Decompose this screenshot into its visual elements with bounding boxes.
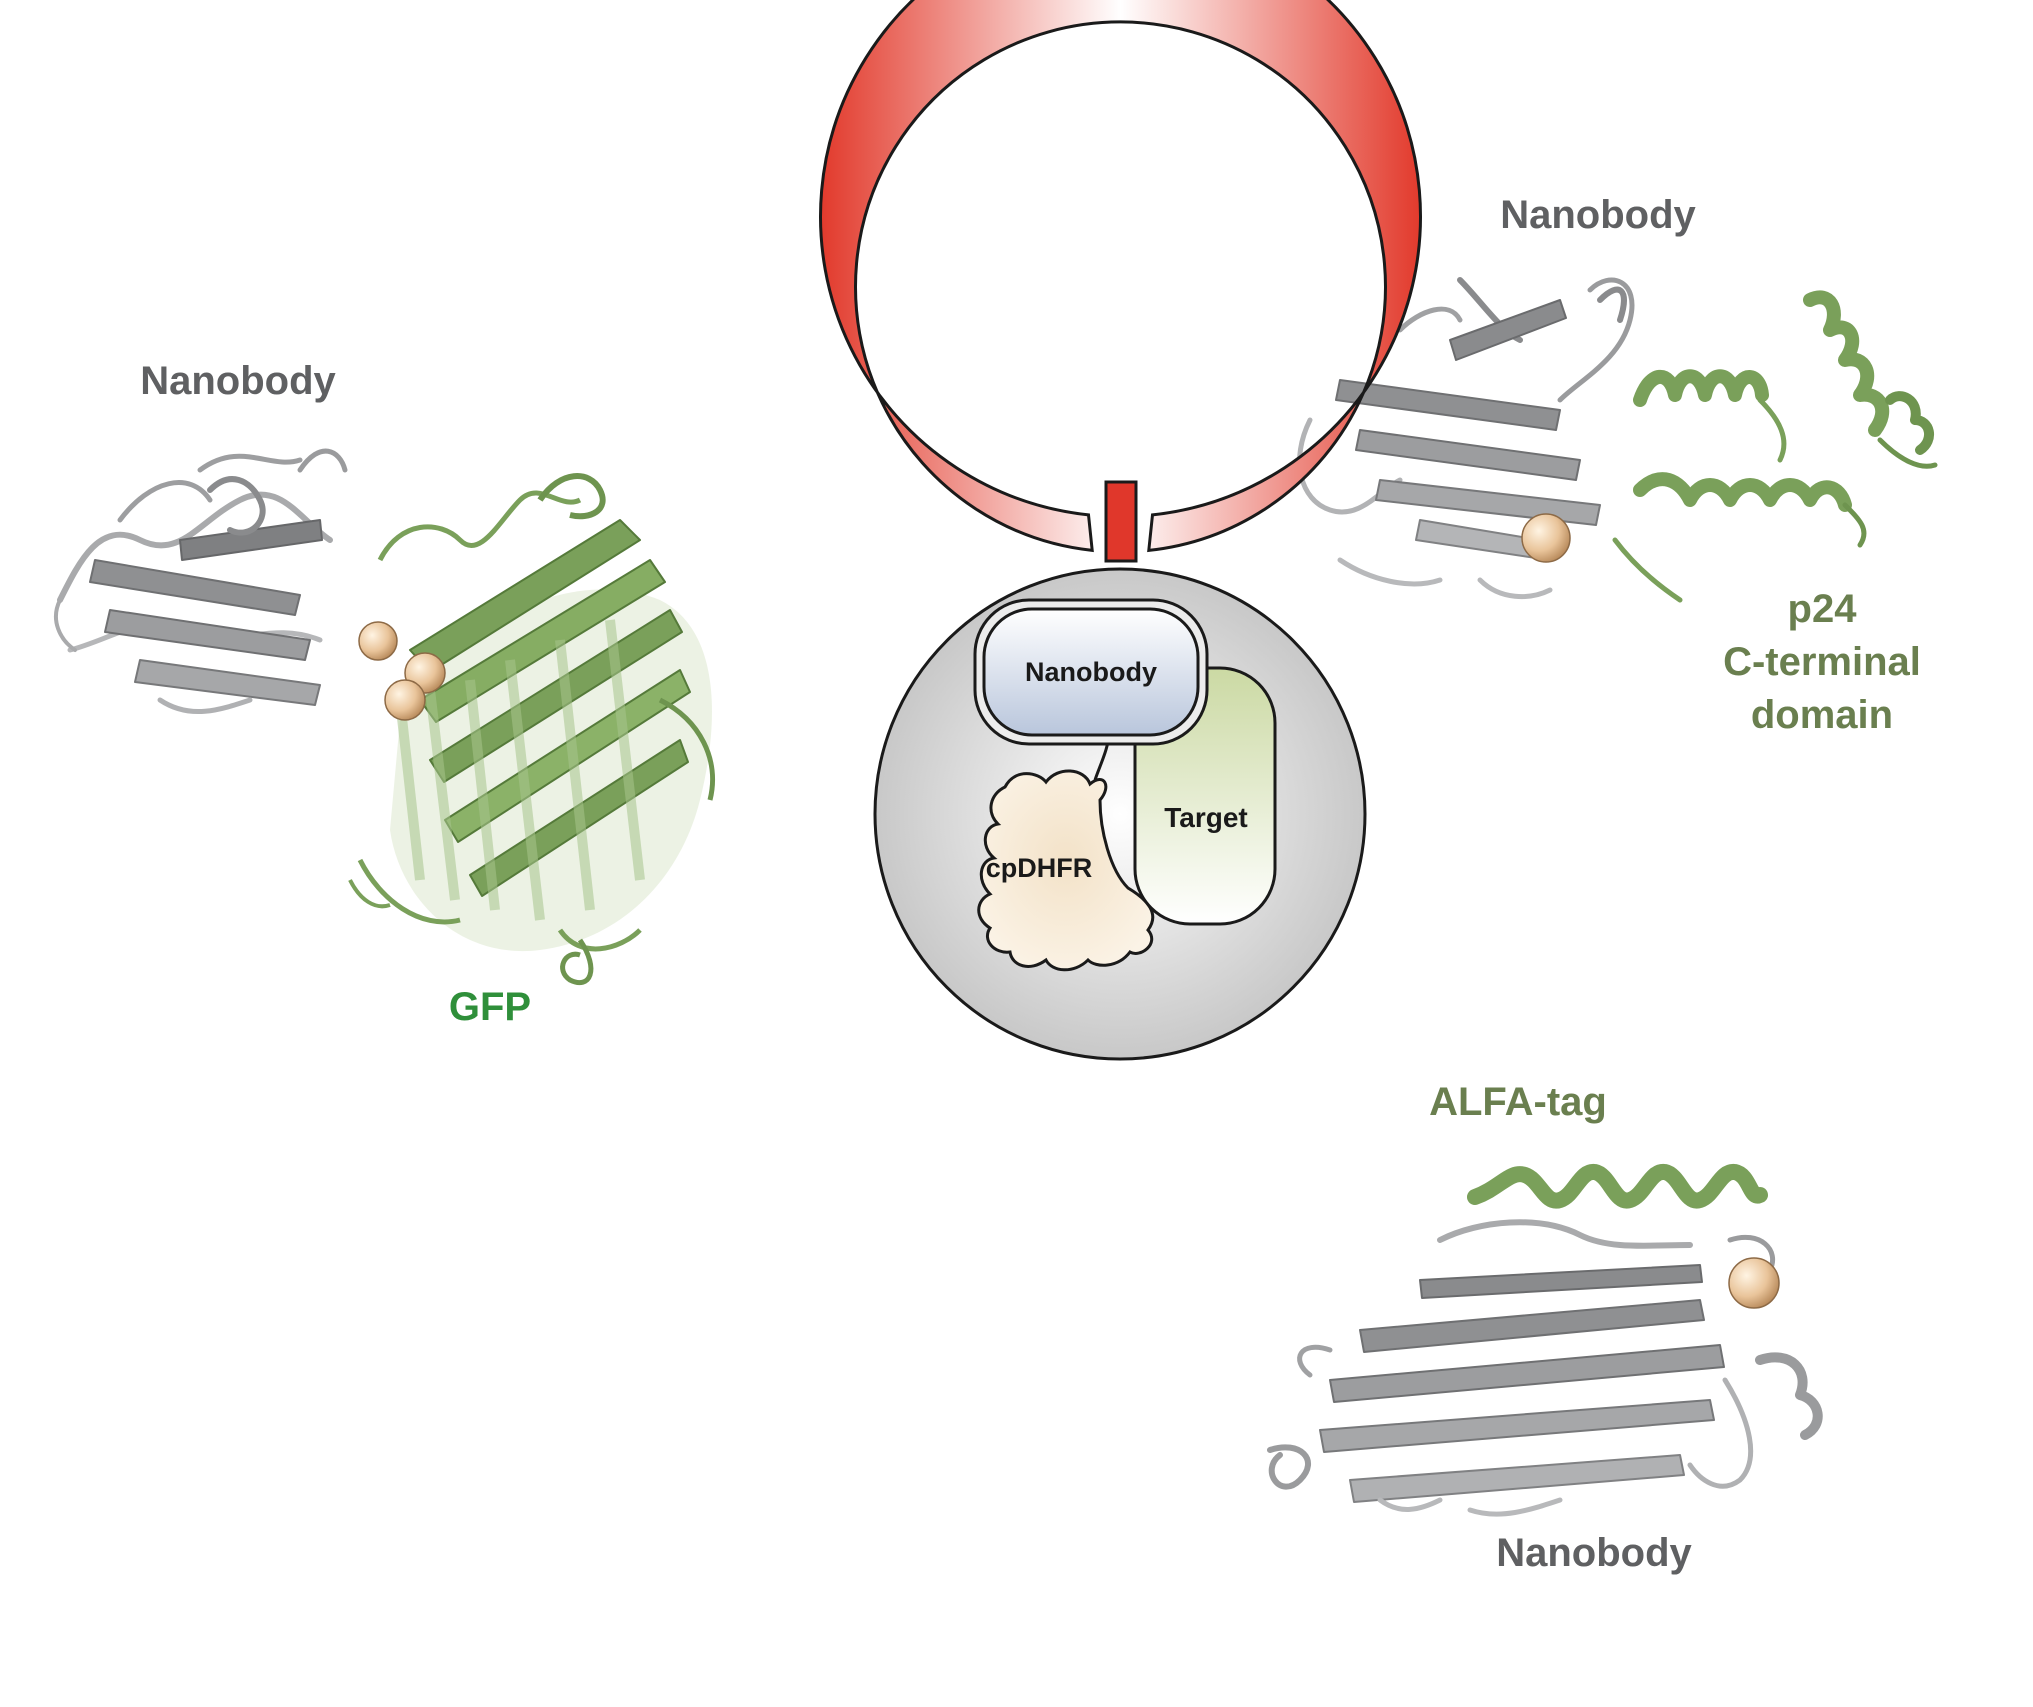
gfp-panel-nanobody-label: Nanobody [140, 359, 336, 403]
p24-panel-nanobody-label: Nanobody [1500, 193, 1696, 237]
center-target-label: Target [1164, 802, 1248, 833]
alfa-tag-label: ALFA-tag [1429, 1080, 1607, 1124]
gfp-label: GFP [449, 985, 531, 1029]
alfa-panel-nanobody-label: Nanobody [1496, 1531, 1692, 1575]
p24-structure [1612, 290, 1938, 603]
p24-label-line-3: domain [1751, 693, 1893, 737]
panel-alfa-nanobody: ALFA-tag Nanobody [1267, 1080, 1823, 1575]
nanobody-shape [982, 607, 1200, 737]
gfp-panel-nanobody-structure [54, 448, 348, 715]
p24-panel-sphere [1521, 513, 1571, 563]
center-cpdhfr-label: cpDHFR [986, 853, 1093, 883]
p24-panel-nanobody-structure [1297, 277, 1635, 600]
center-schematic: Nanobody Target cpDHFR [819, 0, 1422, 1061]
cpdhfr-shape [977, 769, 1155, 972]
panel-nanobody-p24: Nanobody p24 C-terminal domain [1297, 193, 1938, 737]
gfp-structure [348, 473, 716, 985]
p24-label-line-2: C-terminal [1723, 640, 1921, 684]
outer-ring [819, 0, 1422, 553]
gfp-panel-sphere-1 [358, 621, 398, 661]
alfa-tag-structure [1467, 1164, 1768, 1209]
gfp-panel-sphere-3 [384, 679, 426, 721]
alfa-panel-nanobody-structure [1267, 1219, 1823, 1517]
ring-gap-marker [1104, 480, 1138, 563]
p24-label-line-1: p24 [1788, 587, 1858, 631]
panel-nanobody-gfp: Nanobody [54, 359, 716, 1029]
alfa-panel-sphere [1728, 1257, 1780, 1309]
center-nanobody-label: Nanobody [1025, 657, 1157, 687]
